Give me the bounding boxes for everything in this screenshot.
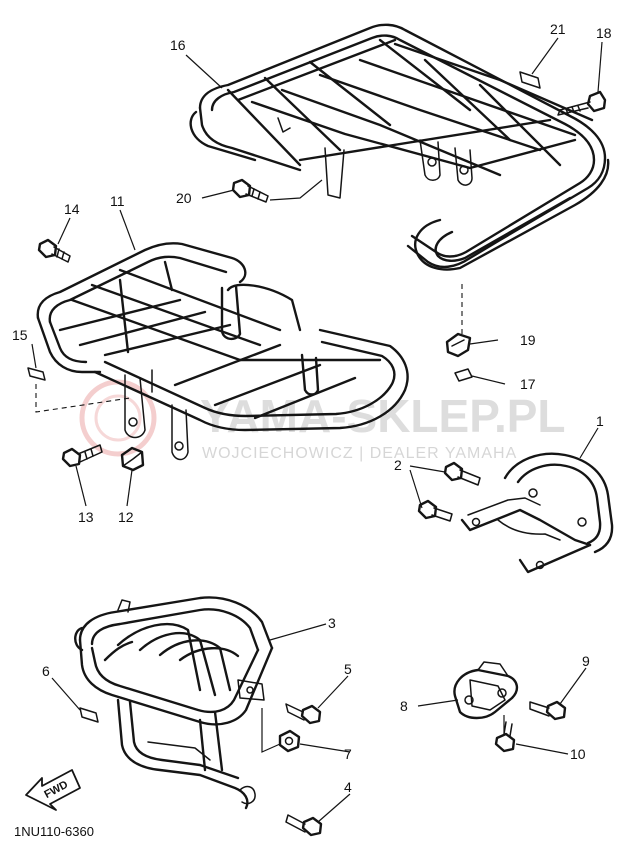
watermark: YAMA-SKLEP.PL WOJCIECHOWICZ | DEALER YAM… [79,379,566,462]
mount-8 [453,661,519,720]
label-15 [27,367,46,381]
front-carrier-11 [36,242,409,461]
callout-14: 14 [64,201,80,217]
bolt-4 [285,814,323,837]
bolt-9 [529,700,567,721]
rear-carrier-16 [189,23,610,271]
callout-20: 20 [176,190,192,206]
callout-21: 21 [550,21,566,37]
callout-16: 16 [170,37,186,53]
callout-15: 15 [12,327,28,343]
callout-3: 3 [328,615,336,631]
collar-12 [120,446,145,472]
bolt-14 [37,238,71,263]
bolt-10 [494,721,516,753]
callout-4: 4 [344,779,352,795]
bracket-1 [460,452,614,574]
pad-17 [454,368,473,382]
callout-17: 17 [520,376,536,392]
callout-8: 8 [400,698,408,714]
callout-13: 13 [78,509,94,525]
callout-9: 9 [582,653,590,669]
fasteners [27,71,607,837]
callout-5: 5 [344,661,352,677]
bolt-5 [285,703,322,725]
callout-7: 7 [344,746,352,762]
guard-3 [74,596,274,810]
bolts-2 [417,461,481,522]
clip-19 [445,332,472,358]
bolt-13 [61,444,103,468]
label-6 [79,707,99,723]
callout-18: 18 [596,25,612,41]
callouts: 16 21 18 20 14 11 15 19 17 1 2 13 12 3 6… [12,21,612,795]
callout-12: 12 [118,509,134,525]
fwd-arrow-icon: FWD [25,769,81,811]
bolt-18 [557,90,607,116]
bolt-20 [231,178,269,203]
callout-6: 6 [42,663,50,679]
callout-19: 19 [520,332,536,348]
callout-2: 2 [394,457,402,473]
callout-11: 11 [110,193,125,209]
label-21 [519,71,541,89]
diagram-code: 1NU110-6360 [14,824,94,839]
callout-1: 1 [596,413,604,429]
nut-7 [278,729,301,753]
callout-10: 10 [570,746,586,762]
leader-lines [31,37,603,823]
watermark-subtitle: WOJCIECHOWICZ | DEALER YAMAHA [202,445,517,462]
